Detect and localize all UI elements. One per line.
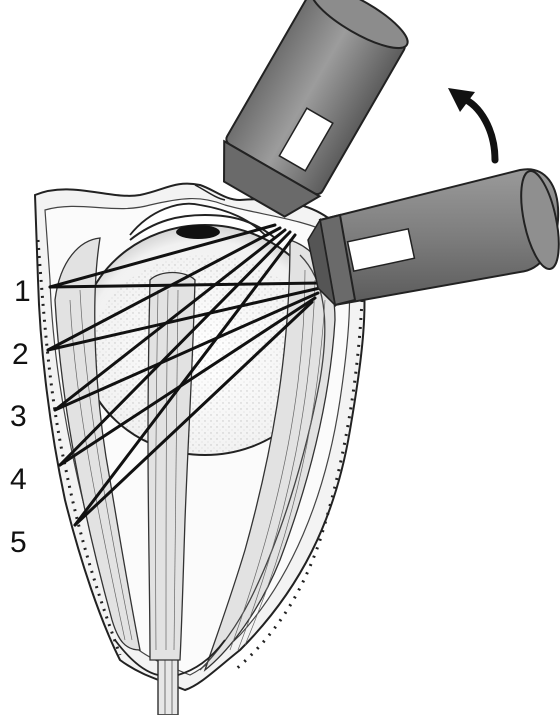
pupil xyxy=(176,225,220,239)
beam-label-2: 2 xyxy=(12,340,29,370)
ultrasound-probe-lower xyxy=(308,168,560,305)
curved-arrow-icon xyxy=(448,88,495,160)
beam-label-5: 5 xyxy=(10,528,27,558)
beam-label-3: 3 xyxy=(10,402,27,432)
beam-label-4: 4 xyxy=(10,465,27,495)
beam-label-1: 1 xyxy=(14,277,31,307)
ultrasound-probe-upper xyxy=(207,0,415,227)
